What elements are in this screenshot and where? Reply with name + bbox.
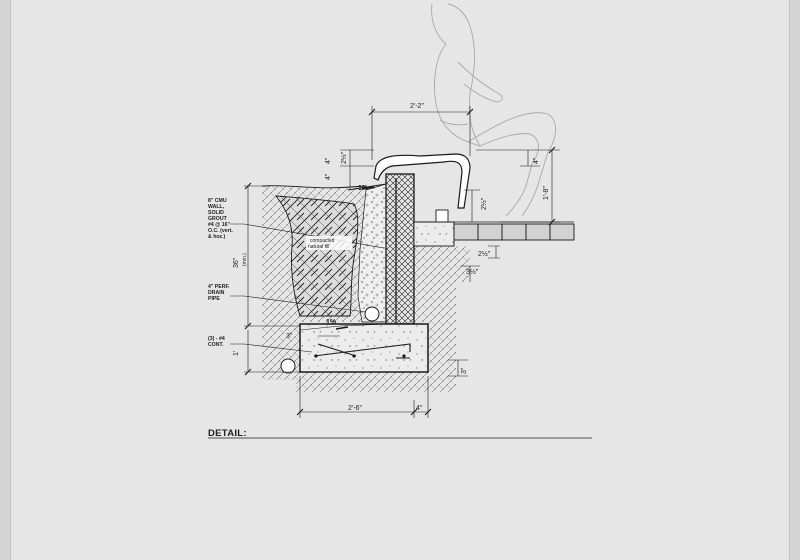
cap-left-dimension: 4" (325, 173, 332, 180)
wall-height-dimension: 36" (233, 257, 240, 268)
sheet-margin-right (789, 0, 800, 560)
concrete-footing (299, 323, 429, 373)
seated-figure-outline (431, 3, 556, 217)
rebar-dot (314, 354, 318, 358)
slope-arrow-top (361, 186, 375, 190)
paver-base (413, 221, 455, 247)
note-line: CONT. (208, 342, 224, 348)
note-line: (3) - #4 (208, 336, 225, 342)
cap-top-dimension: 4" (325, 157, 332, 164)
cap-right-dimension: 4" (533, 157, 540, 164)
note-line: natural fill (308, 244, 329, 250)
total-height-dimension: 1'-8" (543, 186, 550, 200)
compacted-fill (274, 195, 359, 317)
rebar-dot (402, 354, 406, 358)
footing-width-dimension: 2'-6" (348, 405, 362, 412)
wall-height-note: (min.) (242, 253, 248, 266)
slope-arrow-footing (335, 326, 349, 330)
note-line: DRAIN (208, 290, 225, 296)
drain-pipe-upper (364, 306, 380, 322)
detail-title: DETAIL: (208, 428, 247, 439)
footing-cover-dimension: 3" (461, 367, 468, 374)
drain-pipe-callout: 4" PERF. DRAIN PIPE (208, 284, 230, 302)
rebar-dot (352, 354, 356, 358)
bench-gap-dimension: 2½" (480, 197, 488, 210)
paver-row (453, 223, 575, 241)
fill-callout: compacted natural fill (306, 236, 352, 250)
note-line: 4" PERF. (208, 284, 230, 290)
seat-cap (373, 153, 471, 209)
base-depth-dimension: 3½" (466, 268, 479, 276)
seat-width-dimension: 2'-2" (410, 103, 424, 110)
bar-cover-dimension: 3" (286, 333, 293, 340)
footing-rebar (313, 343, 411, 359)
cmu-wall-callout: 8" CMU WALL, SOLID GROUT #4 @ 16" O.C. (… (208, 198, 233, 240)
sheet-margin-left (0, 0, 11, 560)
note-line: 8" CMU (208, 198, 227, 204)
note-line: O.C. (vert. (208, 228, 233, 234)
note-line: PIPE (208, 296, 220, 302)
note-line: & hoz.) (208, 234, 226, 240)
dimension-lines (244, 106, 560, 418)
note-line: compacted (310, 238, 335, 244)
rebar-callout: (3) - #4 CONT. (208, 336, 225, 348)
footing-toe-dimension: 4" (416, 405, 423, 412)
paver-depth-dimension: 2½" (478, 250, 491, 258)
note-line: SOLID (208, 210, 224, 216)
drain-pipe-lower (280, 358, 296, 374)
cmu-wall (385, 173, 415, 325)
ground-surface-line (261, 185, 367, 189)
cap-rise-dimension: 2½" (340, 151, 348, 164)
dimension-ticks (244, 108, 556, 416)
footing-top-slope (299, 323, 387, 331)
bench-support-block (435, 209, 449, 223)
note-line: WALL, (208, 204, 225, 210)
footing-depth-dimension: 1' (233, 351, 240, 356)
note-line: GROUT (208, 216, 228, 222)
footing-slope-label: 1% (326, 319, 337, 326)
note-line: #4 @ 16" (208, 222, 230, 228)
top-slope-line (347, 183, 387, 191)
